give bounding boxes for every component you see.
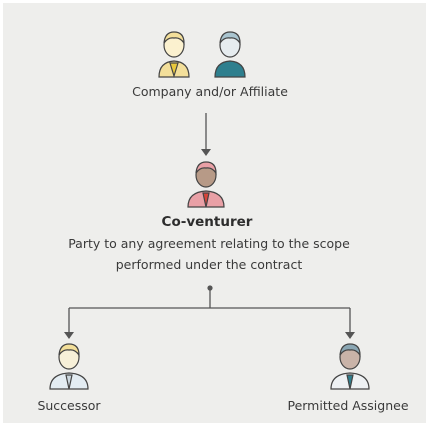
diagram-graphics — [49, 31, 370, 390]
arrowhead-coventurer — [201, 149, 211, 156]
coventurer-description-line2: performed under the contract — [115, 257, 303, 272]
arrowhead-assignee — [345, 332, 355, 339]
person-yellow-icon — [158, 31, 190, 79]
company-label: Company and/or Affiliate — [132, 84, 288, 99]
coventurer-description-line1: Party to any agreement relating to the s… — [68, 236, 350, 251]
arrowhead-successor — [64, 332, 74, 339]
person-teal-icon — [214, 31, 246, 78]
person-assignee-icon — [330, 343, 370, 390]
person-successor-icon — [49, 343, 89, 390]
permitted-assignee-label: Permitted Assignee — [287, 398, 409, 413]
successor-label: Successor — [37, 398, 101, 413]
diagram-canvas: Company and/or Affiliate Co-venturer Par… — [3, 3, 426, 423]
person-coventurer-icon — [187, 161, 225, 208]
junction-dot — [207, 285, 213, 291]
coventurer-title: Co-venturer — [161, 214, 253, 230]
